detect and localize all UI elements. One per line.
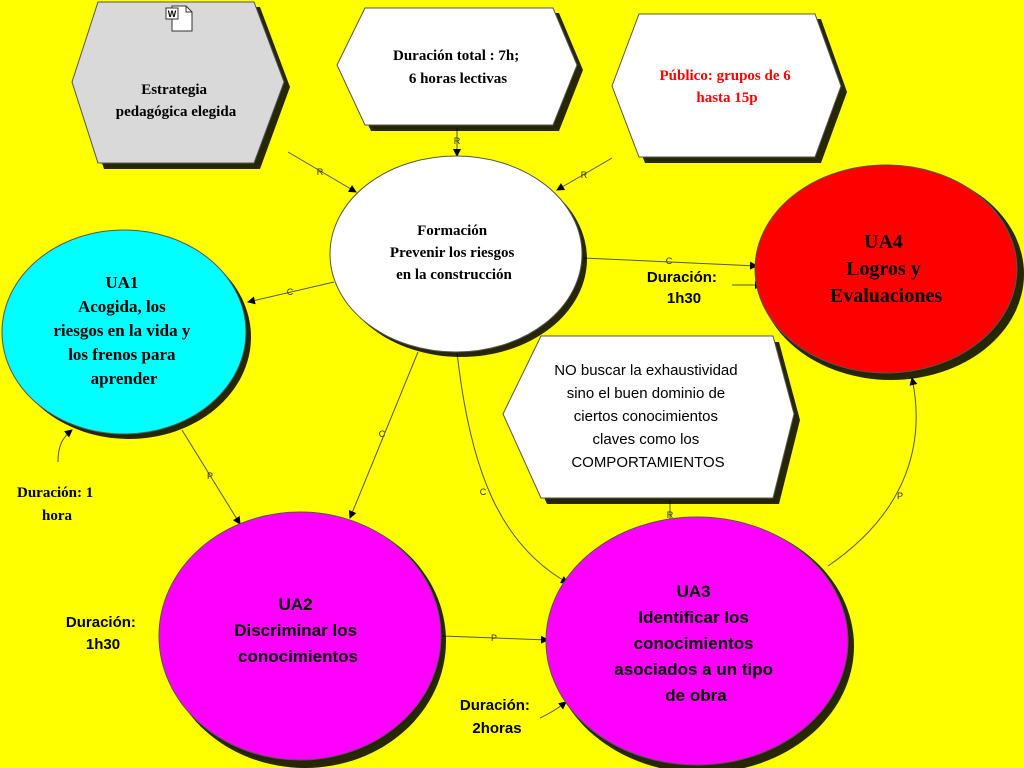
node-nota-text: NO buscar la exhaustividad sino el buen …	[554, 362, 742, 471]
node-ua4[interactable]: UA4 Logros y Evaluaciones	[754, 164, 1024, 380]
duration-ua2-line-2: 1h30	[86, 636, 120, 653]
edge-label-c-ua3: C	[480, 487, 487, 497]
edge-label-r-nota: R	[667, 510, 674, 520]
duration-ua1: Duración: 1 hora	[17, 485, 97, 524]
node-ua1-text: UA1 Acogida, los riesgos en la vida y lo…	[53, 273, 194, 388]
duration-ua2: Duración: 1h30	[66, 614, 140, 653]
edge-formacion-ua4	[582, 257, 758, 270]
node-formacion-line-3: en la construcción	[396, 267, 512, 283]
node-ua2-line-3: conocimientos	[238, 647, 358, 666]
node-publico[interactable]: Público: grupos de 6 hasta 15p	[611, 13, 847, 163]
node-nota-line-3: ciertos conocimientos	[574, 408, 718, 425]
edge-publico-formacion	[556, 157, 613, 191]
edge-label-c-ua1: C	[287, 287, 294, 297]
node-ua1-line-3: riesgos en la vida y	[53, 321, 190, 340]
edge-label-p-ua2-ua3: P	[491, 633, 497, 643]
edge-ua3-ua4	[827, 377, 918, 567]
node-duracion-total-line-2: 6 horas lectivas	[409, 71, 507, 87]
node-ua4-line-3: Evaluaciones	[830, 285, 942, 307]
duration-ua1-line-1: Duración: 1	[17, 485, 93, 501]
node-duracion-total-line-1: Duración total : 7h;	[393, 48, 519, 64]
node-publico-line-1: Público: grupos de 6	[659, 68, 791, 84]
edge-formacion-ua1	[247, 281, 335, 305]
edge-ua1-ua2	[181, 429, 241, 525]
node-ua1-line-1: UA1	[105, 273, 138, 292]
duration-ua3: Duración: 2horas	[460, 697, 534, 737]
word-document-icon[interactable]: W	[165, 5, 193, 32]
node-ua3-line-3: conocimientos	[634, 634, 754, 653]
node-ua2-line-1: UA2	[279, 595, 313, 614]
edge-label-r-duracion: R	[454, 136, 461, 146]
edge-duration-ua1	[57, 429, 73, 463]
node-strategy-line-2: pedagógica elegida	[116, 104, 237, 120]
edge-formacion-ua2	[348, 351, 419, 519]
edge-formacion-ua3	[456, 351, 569, 584]
duration-ua1-line-2: hora	[42, 508, 73, 524]
node-nota-line-2: sino el buen dominio de	[567, 385, 725, 402]
node-ua4-line-1: UA4	[864, 231, 903, 253]
edge-label-r-publico: R	[581, 170, 588, 180]
node-strategy-text: Estrategia pedagógica elegida	[116, 82, 237, 120]
node-ua3-line-5: de obra	[665, 686, 727, 705]
node-formacion[interactable]: Formación Prevenir los riesgos en la con…	[329, 155, 587, 357]
node-ua3[interactable]: UA3 Identificar los conocimientos asocia…	[545, 516, 854, 768]
node-nota[interactable]: NO buscar la exhaustividad sino el buen …	[502, 335, 800, 504]
edge-duration-ua3	[539, 701, 567, 719]
edges	[57, 128, 918, 719]
node-formacion-line-2: Prevenir los riesgos	[390, 245, 515, 261]
node-ua2-line-2: Discriminar los	[234, 621, 357, 640]
duration-ua3-line-2: 2horas	[472, 720, 521, 737]
edge-label-c-ua4: C	[666, 256, 673, 266]
node-ua1-line-5: aprender	[91, 369, 158, 388]
node-ua1[interactable]: UA1 Acogida, los riesgos en la vida y lo…	[1, 229, 251, 439]
duration-ua3-line-1: Duración:	[460, 697, 530, 714]
edge-label-p-ua1-ua2: P	[207, 471, 213, 481]
node-ua1-line-4: los frenos para	[68, 345, 176, 364]
node-strategy-shape	[71, 1, 285, 164]
node-strategy[interactable]: W Estrategia pedagógica elegida	[71, 1, 290, 169]
duration-ua4-line-1: Duración:	[647, 269, 717, 286]
node-nota-shape	[502, 335, 795, 499]
node-nota-line-1: NO buscar la exhaustividad	[554, 362, 737, 379]
duration-ua2-line-1: Duración:	[66, 614, 136, 631]
edge-label-c-ua2: C	[379, 429, 386, 439]
edge-strategy-formacion	[287, 151, 357, 193]
node-ua4-shape	[754, 164, 1018, 374]
node-publico-text: Público: grupos de 6 hasta 15p	[659, 68, 794, 106]
node-ua3-text: UA3 Identificar los conocimientos asocia…	[614, 582, 777, 705]
node-ua2-shape	[158, 511, 442, 761]
node-nota-line-5: COMPORTAMIENTOS	[571, 454, 724, 471]
node-formacion-line-1: Formación	[417, 223, 488, 239]
node-ua2-text: UA2 Discriminar los conocimientos	[234, 595, 362, 666]
node-publico-shape	[611, 13, 842, 158]
duration-ua4: Duración: 1h30	[647, 269, 721, 307]
node-ua2[interactable]: UA2 Discriminar los conocimientos	[158, 511, 446, 768]
node-ua3-shape	[545, 516, 849, 766]
node-strategy-line-1: Estrategia	[141, 82, 207, 98]
node-formacion-shape	[329, 155, 583, 353]
node-formacion-text: Formación Prevenir los riesgos en la con…	[390, 223, 518, 283]
node-duracion-total-text: Duración total : 7h; 6 horas lectivas	[393, 48, 523, 87]
edge-ua2-ua3	[441, 635, 549, 644]
word-document-glyph: W	[168, 9, 177, 19]
node-ua1-line-2: Acogida, los	[78, 297, 166, 316]
duration-ua4-line-2: 1h30	[667, 290, 701, 307]
node-ua4-line-2: Logros y	[846, 258, 921, 280]
edge-labels: R R R C C C C P P R P	[207, 136, 903, 643]
node-ua3-line-1: UA3	[677, 582, 711, 601]
node-duracion-total-shape	[336, 7, 578, 126]
edge-label-p-ua3-ua4: P	[897, 491, 903, 501]
node-ua3-line-2: Identificar los	[638, 608, 749, 627]
edge-label-r-strategy: R	[317, 167, 324, 177]
node-ua4-text: UA4 Logros y Evaluaciones	[830, 231, 942, 307]
node-nota-line-4: claves como los	[593, 431, 700, 448]
node-ua1-shape	[1, 229, 247, 435]
node-publico-line-2: hasta 15p	[696, 90, 757, 106]
node-ua3-line-4: asociados a un tipo	[614, 660, 773, 679]
node-duracion-total[interactable]: Duración total : 7h; 6 horas lectivas	[336, 7, 583, 131]
